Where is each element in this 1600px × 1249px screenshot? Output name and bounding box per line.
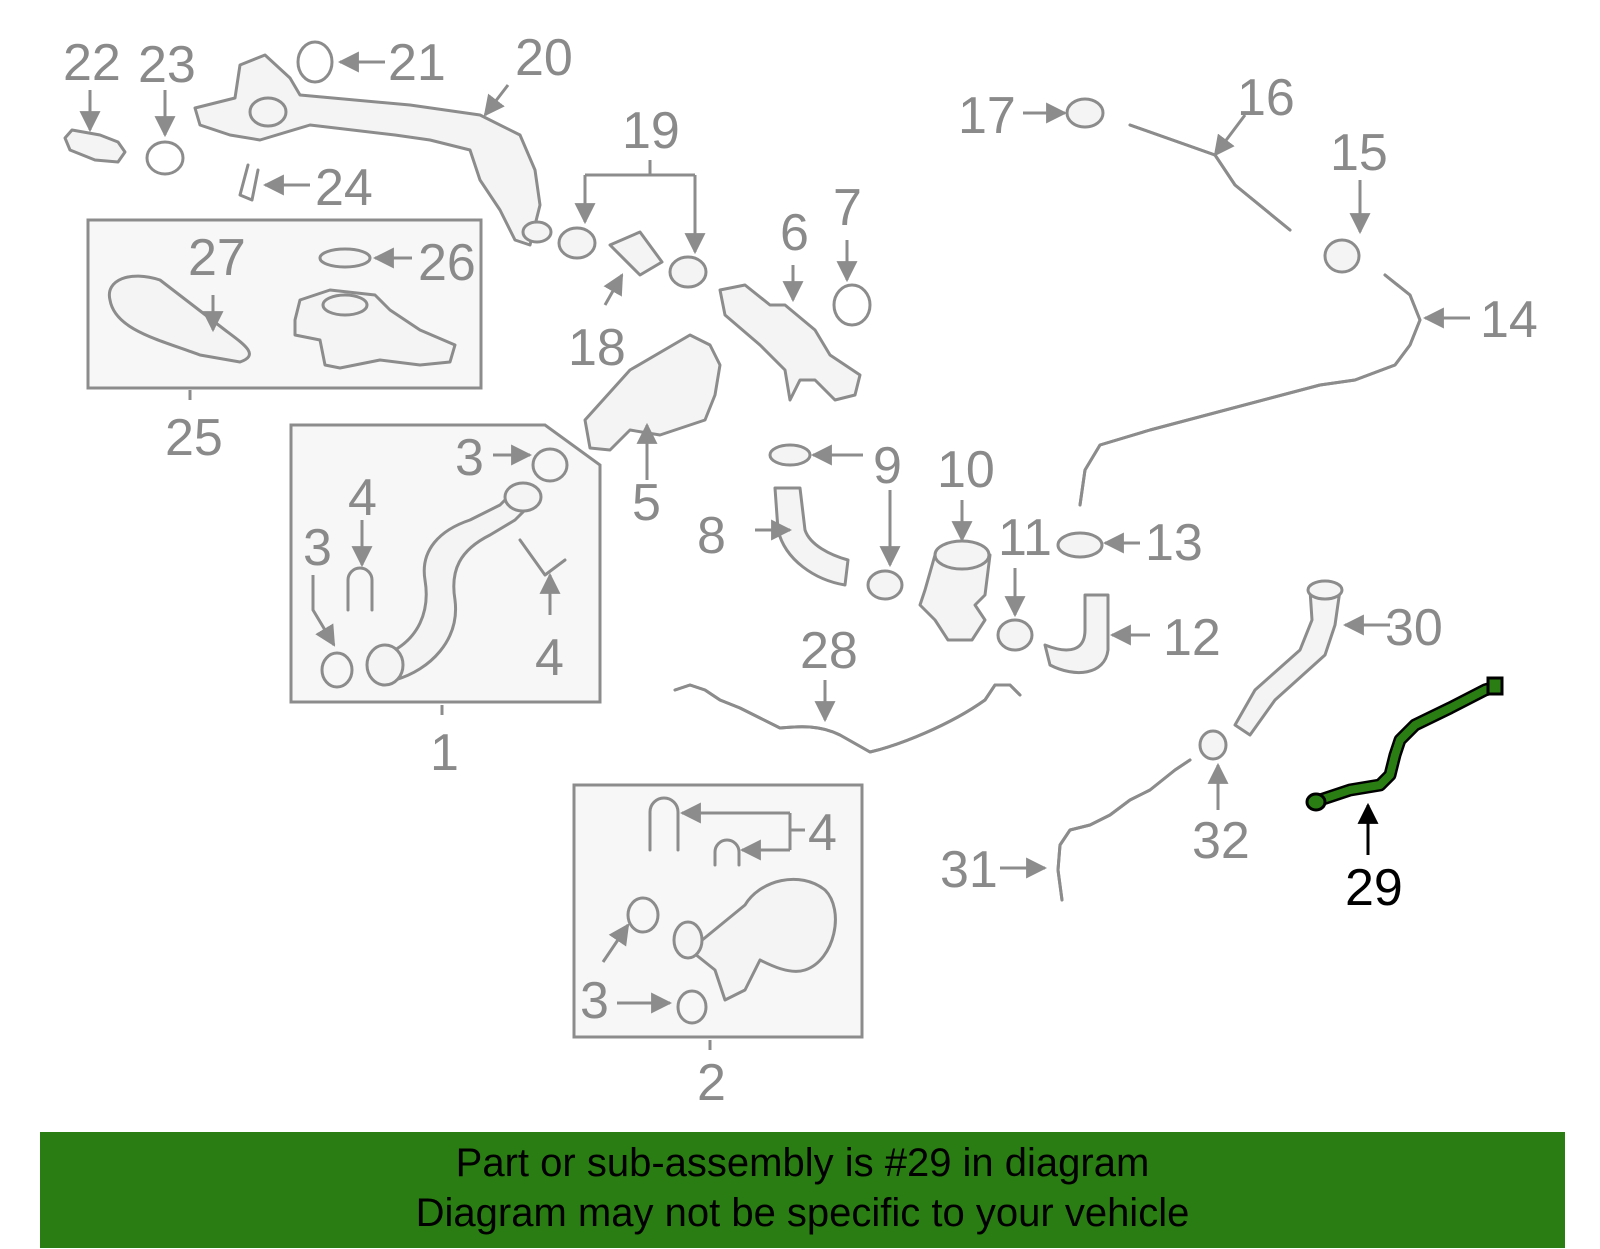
callout-26: 26 [418, 234, 476, 292]
part-11-clamp [996, 618, 1034, 652]
callout-2: 2 [697, 1054, 726, 1112]
callout-4-b: 4 [535, 629, 564, 687]
part-8-hose [773, 486, 850, 587]
part-5-cover [583, 333, 722, 452]
part-10-valve [918, 553, 992, 642]
callout-29: 29 [1345, 859, 1403, 917]
part-21-oring [296, 40, 334, 84]
callout-labels: 22 23 21 20 24 27 26 25 19 18 6 7 5 9 10… [63, 29, 1538, 1112]
callout-4-c: 4 [808, 804, 837, 862]
callout-14: 14 [1480, 291, 1538, 349]
leader-lines [79, 51, 1470, 1050]
callout-28: 28 [800, 622, 858, 680]
part-32-grommet [1198, 729, 1228, 761]
part-4-clip-d [713, 838, 741, 867]
callout-4-a: 4 [348, 469, 377, 527]
part-23-oring [145, 140, 185, 176]
part-3-oring-d [676, 989, 708, 1025]
part-9-clamp-top [768, 443, 812, 467]
callout-1: 1 [430, 724, 459, 782]
banner-line-1: Part or sub-assembly is #29 in diagram [455, 1141, 1150, 1185]
callout-10: 10 [937, 441, 995, 499]
callout-24: 24 [315, 159, 373, 217]
part-17-clamp [1065, 97, 1105, 129]
part-7-oring [832, 283, 872, 327]
part-3-oring-a [531, 447, 569, 483]
callout-9: 9 [873, 437, 902, 495]
callout-8: 8 [697, 507, 726, 565]
callout-13: 13 [1145, 514, 1203, 572]
callout-20: 20 [515, 29, 573, 87]
part-12-hose [1043, 593, 1110, 675]
banner-line-2: Diagram may not be specific to your vehi… [415, 1191, 1190, 1235]
part-9-clamp [866, 569, 904, 601]
part-31-pipe [1056, 758, 1192, 902]
callout-25: 25 [165, 409, 223, 467]
callout-18: 18 [568, 319, 626, 377]
callout-11: 11 [998, 509, 1052, 567]
callout-19: 19 [622, 102, 680, 160]
callout-27: 27 [188, 229, 246, 287]
part-22-sensor [63, 128, 127, 164]
callout-30: 30 [1385, 599, 1443, 657]
info-banner: Part or sub-assembly is #29 in diagram D… [40, 1132, 1565, 1248]
part-15-clamp [1323, 238, 1361, 274]
callout-15: 15 [1330, 124, 1388, 182]
callout-12: 12 [1163, 609, 1221, 667]
part-4-clip-c [648, 796, 680, 852]
part-27-gasket [107, 274, 251, 364]
callout-31: 31 [940, 841, 998, 899]
part-28-pipe [673, 683, 1022, 754]
part-3-oring-c [626, 896, 660, 934]
part-3-oring-b [320, 651, 354, 689]
part-4-clip-a [346, 566, 374, 612]
callout-17: 17 [958, 87, 1016, 145]
part-14-pipe [1078, 273, 1422, 507]
part-18-hose [608, 230, 664, 277]
callout-22: 22 [63, 34, 121, 92]
callout-5: 5 [632, 474, 661, 532]
part-29-pipe[interactable] [1313, 680, 1502, 807]
callout-7: 7 [833, 179, 862, 237]
part-24-clip [238, 163, 260, 202]
callout-16: 16 [1237, 69, 1295, 127]
callout-32: 32 [1192, 812, 1250, 870]
callout-3-a: 3 [455, 429, 484, 487]
callout-3-b: 3 [303, 519, 332, 577]
part-6-housing [718, 283, 862, 402]
part-16-hose [1128, 123, 1292, 232]
part-26-seal [318, 247, 372, 269]
part-13-clamp [1056, 531, 1104, 559]
callout-6: 6 [780, 204, 809, 262]
callout-3-c: 3 [580, 972, 609, 1030]
part-30-hose [1233, 588, 1342, 737]
callout-23: 23 [138, 36, 196, 94]
part-2-hose [688, 877, 837, 1002]
callout-21: 21 [388, 34, 446, 92]
part-19-clamp-right [668, 255, 708, 289]
part-19-clamp-left [557, 226, 597, 260]
